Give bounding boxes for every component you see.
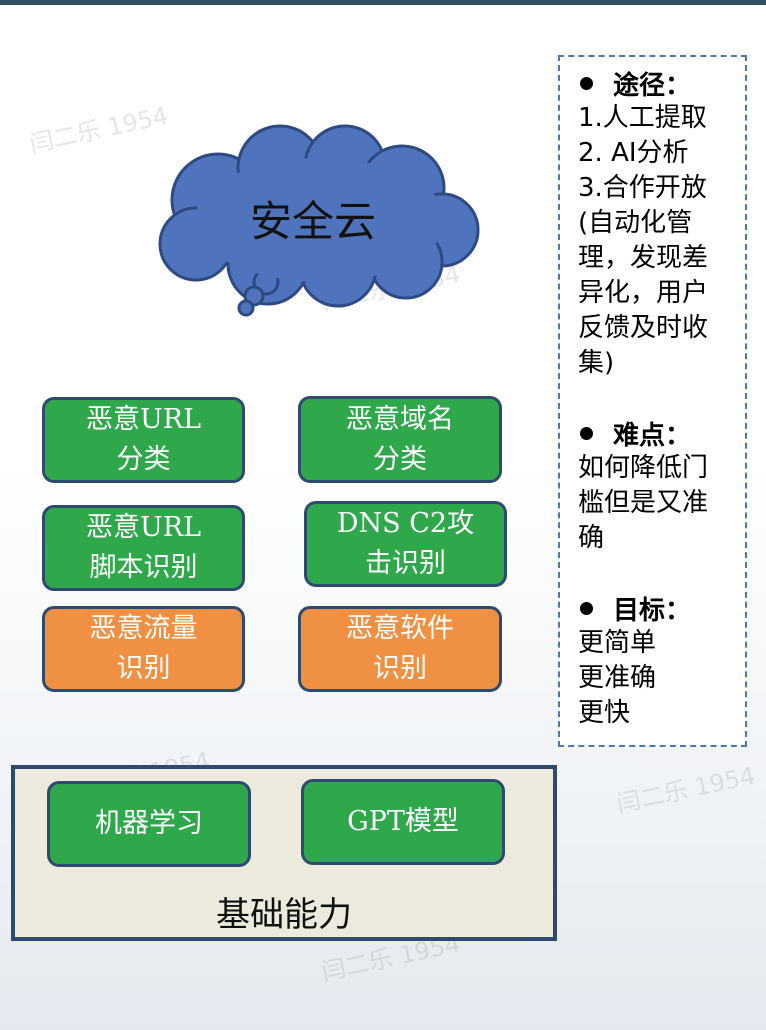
bullet-icon xyxy=(580,76,593,90)
approach-title: 途径： xyxy=(613,70,692,101)
watermark: 闫二乐 1954 xyxy=(614,761,758,819)
security-cloud: 安全云 xyxy=(140,122,486,322)
approach-line: 集) xyxy=(578,348,615,378)
difficulty-line: 确 xyxy=(578,523,605,553)
goal-heading: 目标： xyxy=(580,590,745,626)
approach-line: 3.合作开放 xyxy=(578,173,707,203)
approach-line: (自动化管 xyxy=(578,208,693,238)
goal-title: 目标： xyxy=(613,595,692,626)
module-line: 分类 xyxy=(116,444,171,475)
base-capability-panel: 机器学习 GPT模型 基础能力 xyxy=(11,765,557,941)
base-capability-label: 基础能力 xyxy=(216,895,352,935)
module-line: 恶意URL xyxy=(85,404,201,435)
module-malicious-traffic: 恶意流量识别 xyxy=(42,606,245,692)
module-dns-c2-attack: DNS C2攻击识别 xyxy=(304,501,507,587)
side-notes-panel: 途径： 1.人工提取 2. AI分析 3.合作开放 (自动化管 理，发现差 异化… xyxy=(558,55,747,747)
difficulty-title: 难点： xyxy=(613,420,692,451)
module-line: 脚本识别 xyxy=(89,552,198,583)
module-line: DNS C2攻 xyxy=(336,508,475,539)
module-malicious-url-script: 恶意URL 脚本识别 xyxy=(42,505,245,591)
module-line: 识别 xyxy=(373,653,427,684)
module-line: 分类 xyxy=(373,443,427,475)
module-line: 恶意软件 xyxy=(346,613,454,644)
goal-line: 更简单 xyxy=(578,628,657,658)
bullet-icon xyxy=(580,601,593,615)
difficulty-line: 槛但是又准 xyxy=(578,488,709,518)
approach-heading: 途径： xyxy=(580,65,745,101)
module-line: 识别 xyxy=(116,653,171,684)
approach-line: 理，发现差 xyxy=(578,243,709,273)
difficulty-line: 如何降低门 xyxy=(578,453,709,483)
approach-line: 异化，用户 xyxy=(578,278,709,308)
module-malicious-url-classify: 恶意URL 分类 xyxy=(42,397,245,483)
module-line: 击识别 xyxy=(364,548,446,579)
module-line: 恶意流量 xyxy=(89,613,198,644)
base-gpt-model: GPT模型 xyxy=(301,779,505,865)
base-item-label: 机器学习 xyxy=(95,808,203,839)
goal-line: 更准确 xyxy=(578,663,657,693)
cloud-shape xyxy=(158,124,480,317)
approach-line: 反馈及时收 xyxy=(578,313,709,343)
module-malicious-domain-classify: 恶意域名分类 xyxy=(298,396,502,483)
base-item-label: GPT模型 xyxy=(347,806,459,837)
module-line: 恶意URL xyxy=(85,512,201,543)
cloud-label: 安全云 xyxy=(249,197,376,246)
approach-line: 2. AI分析 xyxy=(578,138,689,168)
top-bar xyxy=(0,0,766,5)
goal-line: 更快 xyxy=(578,698,631,728)
module-malicious-software: 恶意软件识别 xyxy=(298,606,502,692)
approach-line: 1.人工提取 xyxy=(578,103,707,133)
base-machine-learning: 机器学习 xyxy=(47,781,251,867)
module-line: 恶意域名 xyxy=(346,403,454,435)
difficulty-heading: 难点： xyxy=(580,415,745,451)
bullet-icon xyxy=(580,426,593,440)
